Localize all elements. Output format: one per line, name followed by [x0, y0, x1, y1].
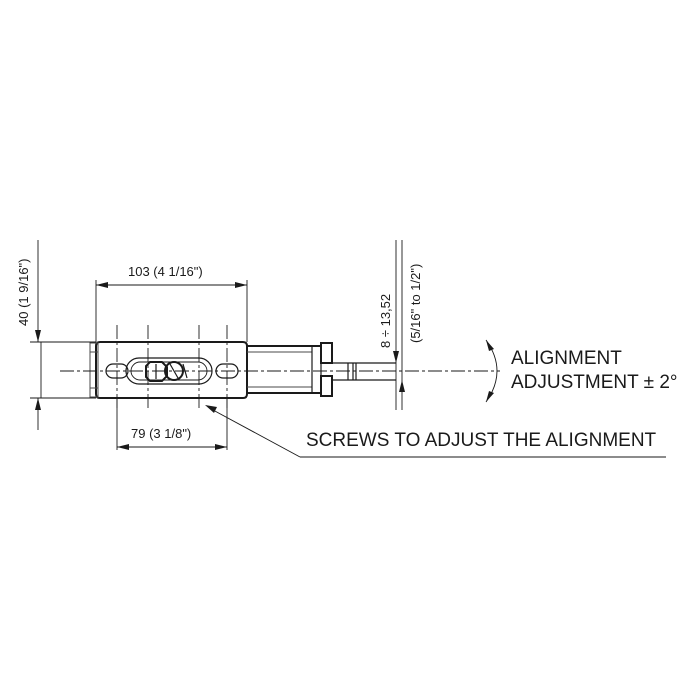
screws-leader: [205, 405, 666, 458]
alignment-arc: [485, 339, 498, 403]
mounting-plate: [89, 341, 248, 399]
diameter-dimension: [393, 240, 405, 410]
diameter-inch-label: (5/16" to 1/2"): [408, 264, 423, 343]
width-top-dimension-label: 103 (4 1/16"): [128, 264, 203, 279]
height-dimension-label: 40 (1 9/16"): [16, 259, 31, 327]
shaft: [332, 362, 396, 381]
diameter-dimension-label: 8 ÷ 13,52: [378, 294, 393, 348]
screws-label: SCREWS TO ADJUST THE ALIGNMENT: [306, 430, 657, 451]
clamp-body: [247, 342, 333, 397]
centre-lines: [60, 325, 500, 410]
alignment-label-line1: ALIGNMENT: [511, 348, 622, 369]
width-top-dimension: [95, 280, 248, 342]
alignment-label-line2: ADJUSTMENT ± 2°: [511, 372, 678, 393]
height-dimension: [30, 240, 96, 430]
width-bottom-dimension: [116, 398, 228, 450]
width-bottom-dimension-label: 79 (3 1/8"): [131, 426, 191, 441]
